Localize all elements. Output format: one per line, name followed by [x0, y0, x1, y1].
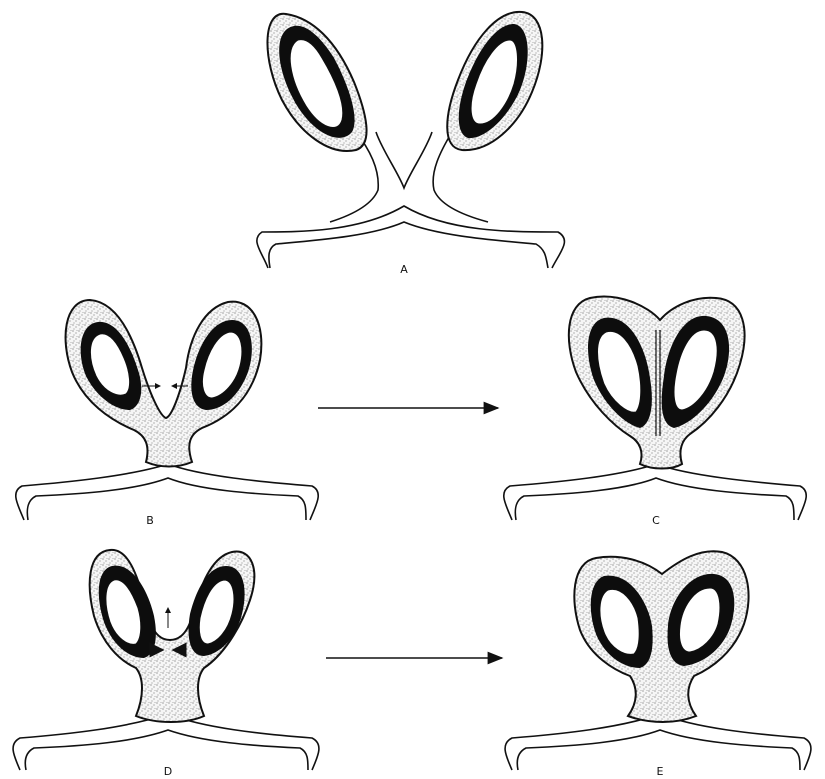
panel-e: E — [505, 551, 811, 778]
base-plate-a — [257, 206, 565, 268]
panel-label-c: C — [652, 514, 660, 527]
panel-b: B — [16, 300, 318, 527]
panel-a: A — [257, 12, 565, 276]
panel-c: C — [504, 297, 806, 527]
lobe-right-d — [189, 566, 245, 656]
panel-label-d: D — [164, 765, 172, 778]
lobe-left-a — [267, 14, 366, 151]
panel-label-e: E — [657, 765, 664, 778]
lobe-right-a — [447, 12, 542, 150]
panel-label-a: A — [400, 263, 408, 276]
panel-label-b: B — [146, 514, 154, 527]
base-plate-c — [504, 464, 806, 520]
panel-d: D — [13, 550, 319, 778]
base-plate-b — [16, 464, 318, 520]
